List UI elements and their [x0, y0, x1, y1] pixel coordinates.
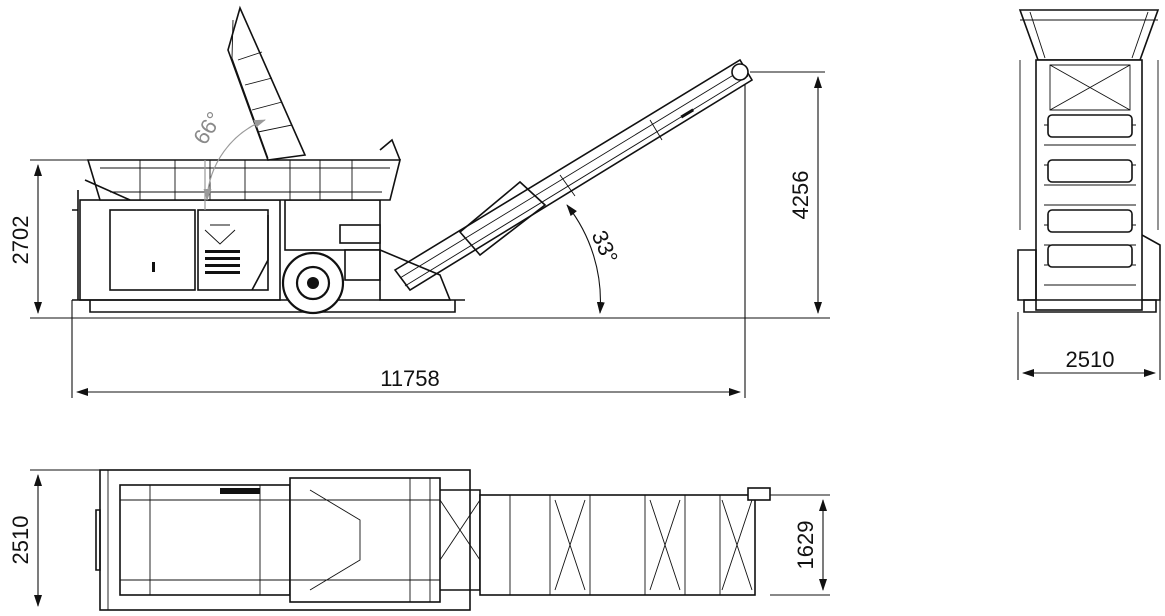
side-conveyor [379, 58, 754, 301]
conveyor-width-label: 1629 [793, 521, 818, 570]
hopper-angle-label: 66° [188, 107, 227, 148]
dim-side-length: 11758 [71, 85, 746, 398]
side-view: 2702 11758 4256 33° 66° [8, 5, 830, 398]
side-chassis [72, 190, 465, 313]
dim-front-width: 2510 [1017, 300, 1161, 380]
conveyor-angle-label: 33° [587, 227, 623, 268]
dim-conveyor-height: 4256 [750, 71, 825, 314]
top-view: 2510 1629 [8, 469, 830, 611]
top-width-label: 2510 [8, 516, 33, 565]
side-height-label: 2702 [8, 216, 33, 265]
side-hopper [84, 138, 402, 201]
front-width-label: 2510 [1066, 347, 1115, 372]
conveyor-height-label: 4256 [788, 171, 813, 220]
side-hopper-flap [227, 5, 307, 161]
angle-conveyor: 33° [566, 204, 623, 314]
side-wheel [281, 249, 381, 315]
side-length-label: 11758 [380, 366, 440, 391]
front-view: 2510 [1017, 9, 1161, 380]
dim-top-width: 2510 [8, 469, 100, 607]
dim-conveyor-width: 1629 [770, 494, 830, 596]
dim-side-height: 2702 [8, 159, 90, 314]
